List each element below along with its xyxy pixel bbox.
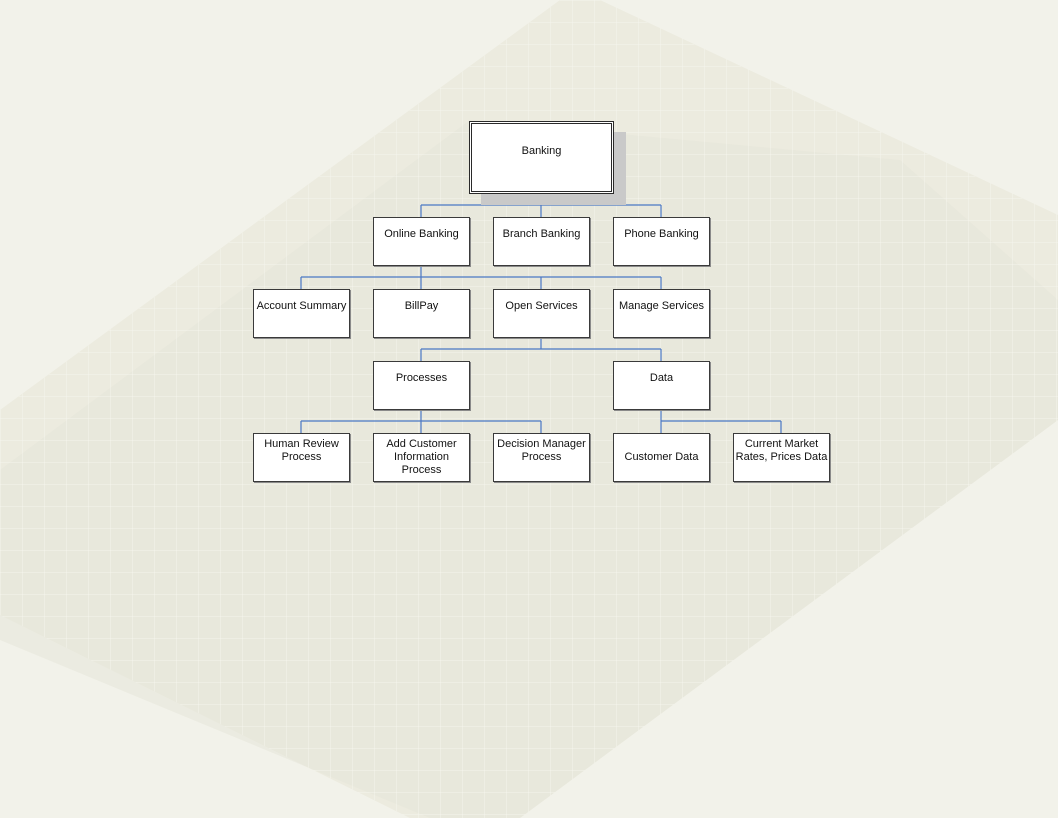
connector-open-services-children bbox=[420, 337, 662, 361]
node-current-market-rates-prices-data[interactable]: Current Market Rates, Prices Data bbox=[733, 433, 830, 482]
node-processes[interactable]: Processes bbox=[373, 361, 470, 410]
node-billpay[interactable]: BillPay bbox=[373, 289, 470, 338]
node-manage-services[interactable]: Manage Services bbox=[613, 289, 710, 338]
node-data[interactable]: Data bbox=[613, 361, 710, 410]
node-account-summary[interactable]: Account Summary bbox=[253, 289, 350, 338]
connector-processes-children bbox=[300, 409, 542, 433]
connector-online-banking-children bbox=[300, 265, 662, 289]
node-open-services[interactable]: Open Services bbox=[493, 289, 590, 338]
node-add-customer-information-process[interactable]: Add Customer Information Process bbox=[373, 433, 470, 482]
node-human-review-process[interactable]: Human Review Process bbox=[253, 433, 350, 482]
node-customer-data[interactable]: Customer Data bbox=[613, 433, 710, 482]
connector-data-children bbox=[660, 409, 782, 433]
node-banking[interactable]: Banking bbox=[469, 121, 614, 194]
node-phone-banking[interactable]: Phone Banking bbox=[613, 217, 710, 266]
node-decision-manager-process[interactable]: Decision Manager Process bbox=[493, 433, 590, 482]
node-branch-banking[interactable]: Branch Banking bbox=[493, 217, 590, 266]
node-online-banking[interactable]: Online Banking bbox=[373, 217, 470, 266]
